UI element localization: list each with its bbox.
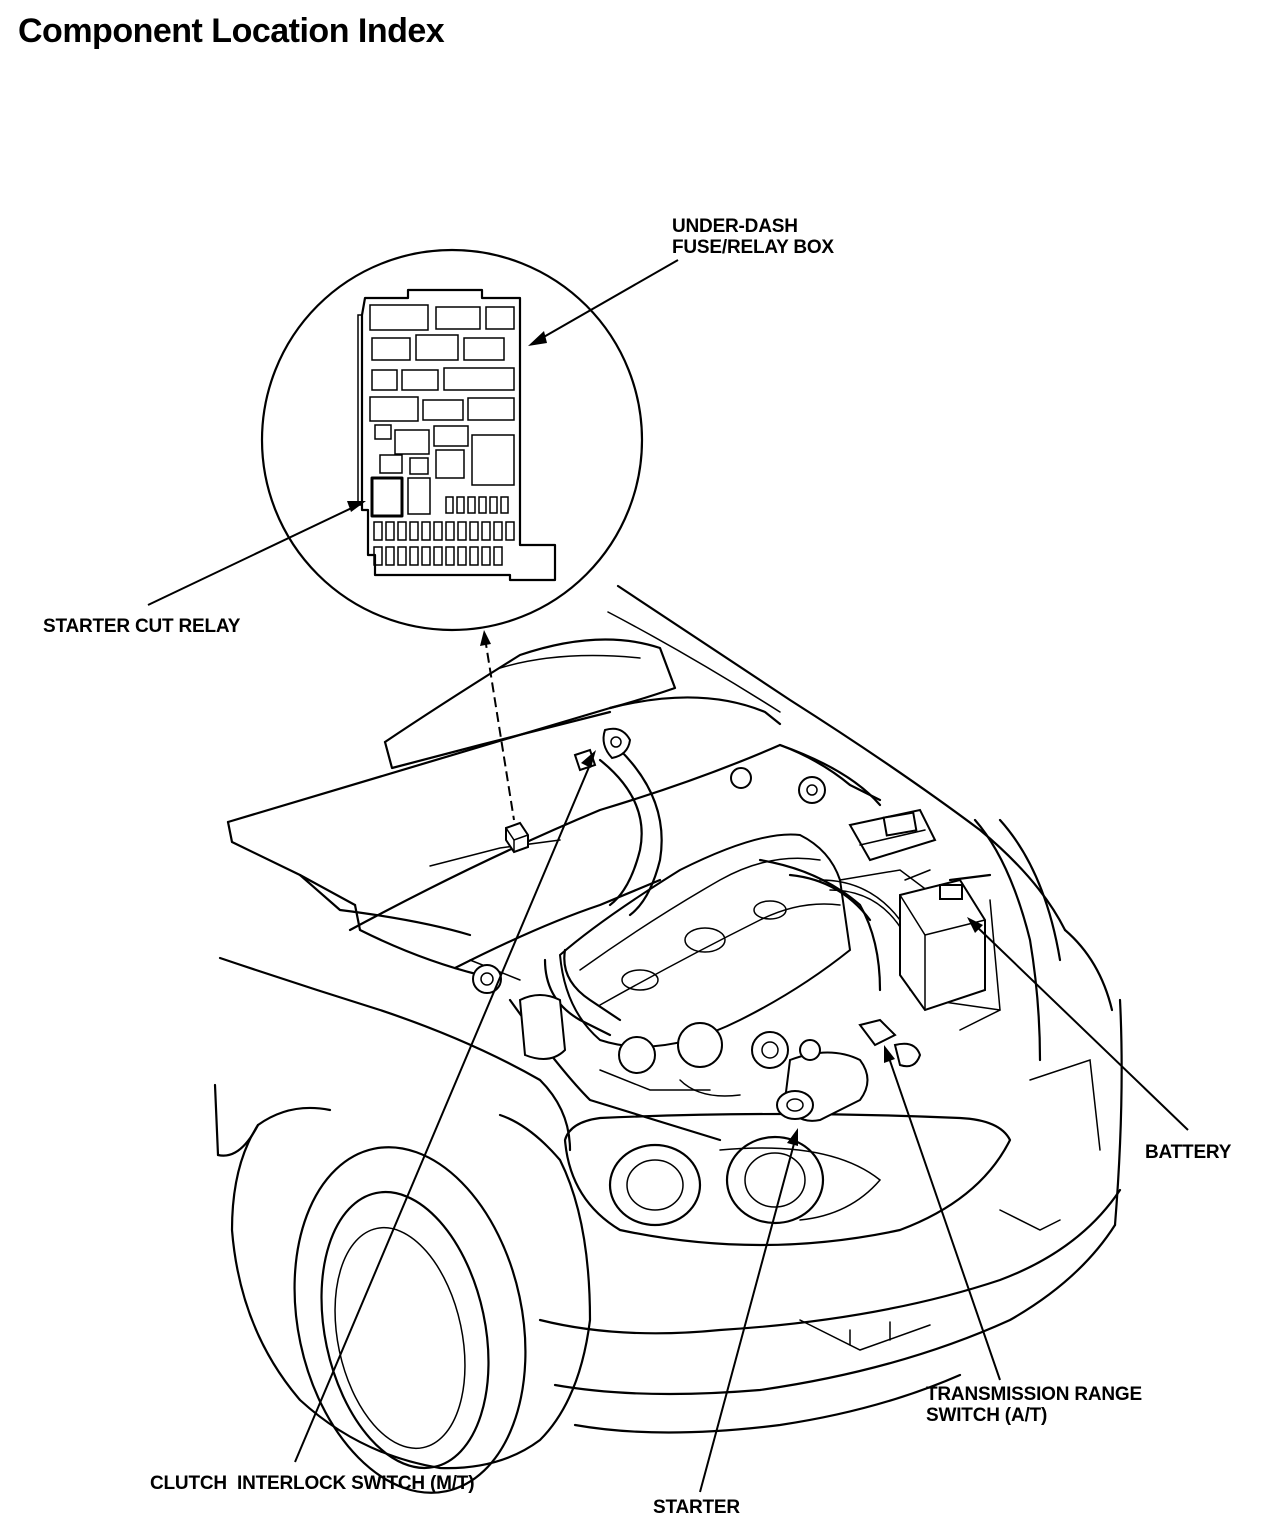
callout-fuse-box-line1: UNDER-DASH: [672, 216, 798, 237]
callout-transmission-range-switch: TRANSMISSION RANGE SWITCH (A/T): [926, 1384, 1142, 1426]
callout-transmission-range-line1: TRANSMISSION RANGE: [926, 1384, 1142, 1405]
callout-fuse-box: UNDER-DASH FUSE/RELAY BOX: [672, 216, 834, 258]
leader-starter-cut-relay: [147, 504, 359, 606]
callout-starter-cut-relay: STARTER CUT RELAY: [43, 616, 241, 637]
car-body-outline: [213, 584, 1123, 1494]
leader-fuse-box: [534, 259, 679, 343]
callout-battery: BATTERY: [1145, 1142, 1232, 1163]
leader-relay-location: [484, 637, 515, 821]
fuse-box-detail: [260, 248, 644, 632]
callout-starter: STARTER: [653, 1497, 740, 1518]
callout-fuse-box-line2: FUSE/RELAY BOX: [672, 237, 834, 258]
page-title: Component Location Index: [18, 12, 445, 50]
leader-transmission-range: [887, 1054, 1001, 1381]
leader-starter: [699, 1139, 796, 1493]
callout-clutch-interlock-switch: CLUTCH INTERLOCK SWITCH (M/T): [150, 1473, 475, 1494]
callout-transmission-range-line2: SWITCH (A/T): [926, 1405, 1048, 1426]
leader-lines: [147, 259, 1189, 1493]
leader-clutch-interlock: [294, 759, 593, 1463]
engine-bay: [348, 727, 992, 1142]
leader-battery: [974, 924, 1189, 1131]
